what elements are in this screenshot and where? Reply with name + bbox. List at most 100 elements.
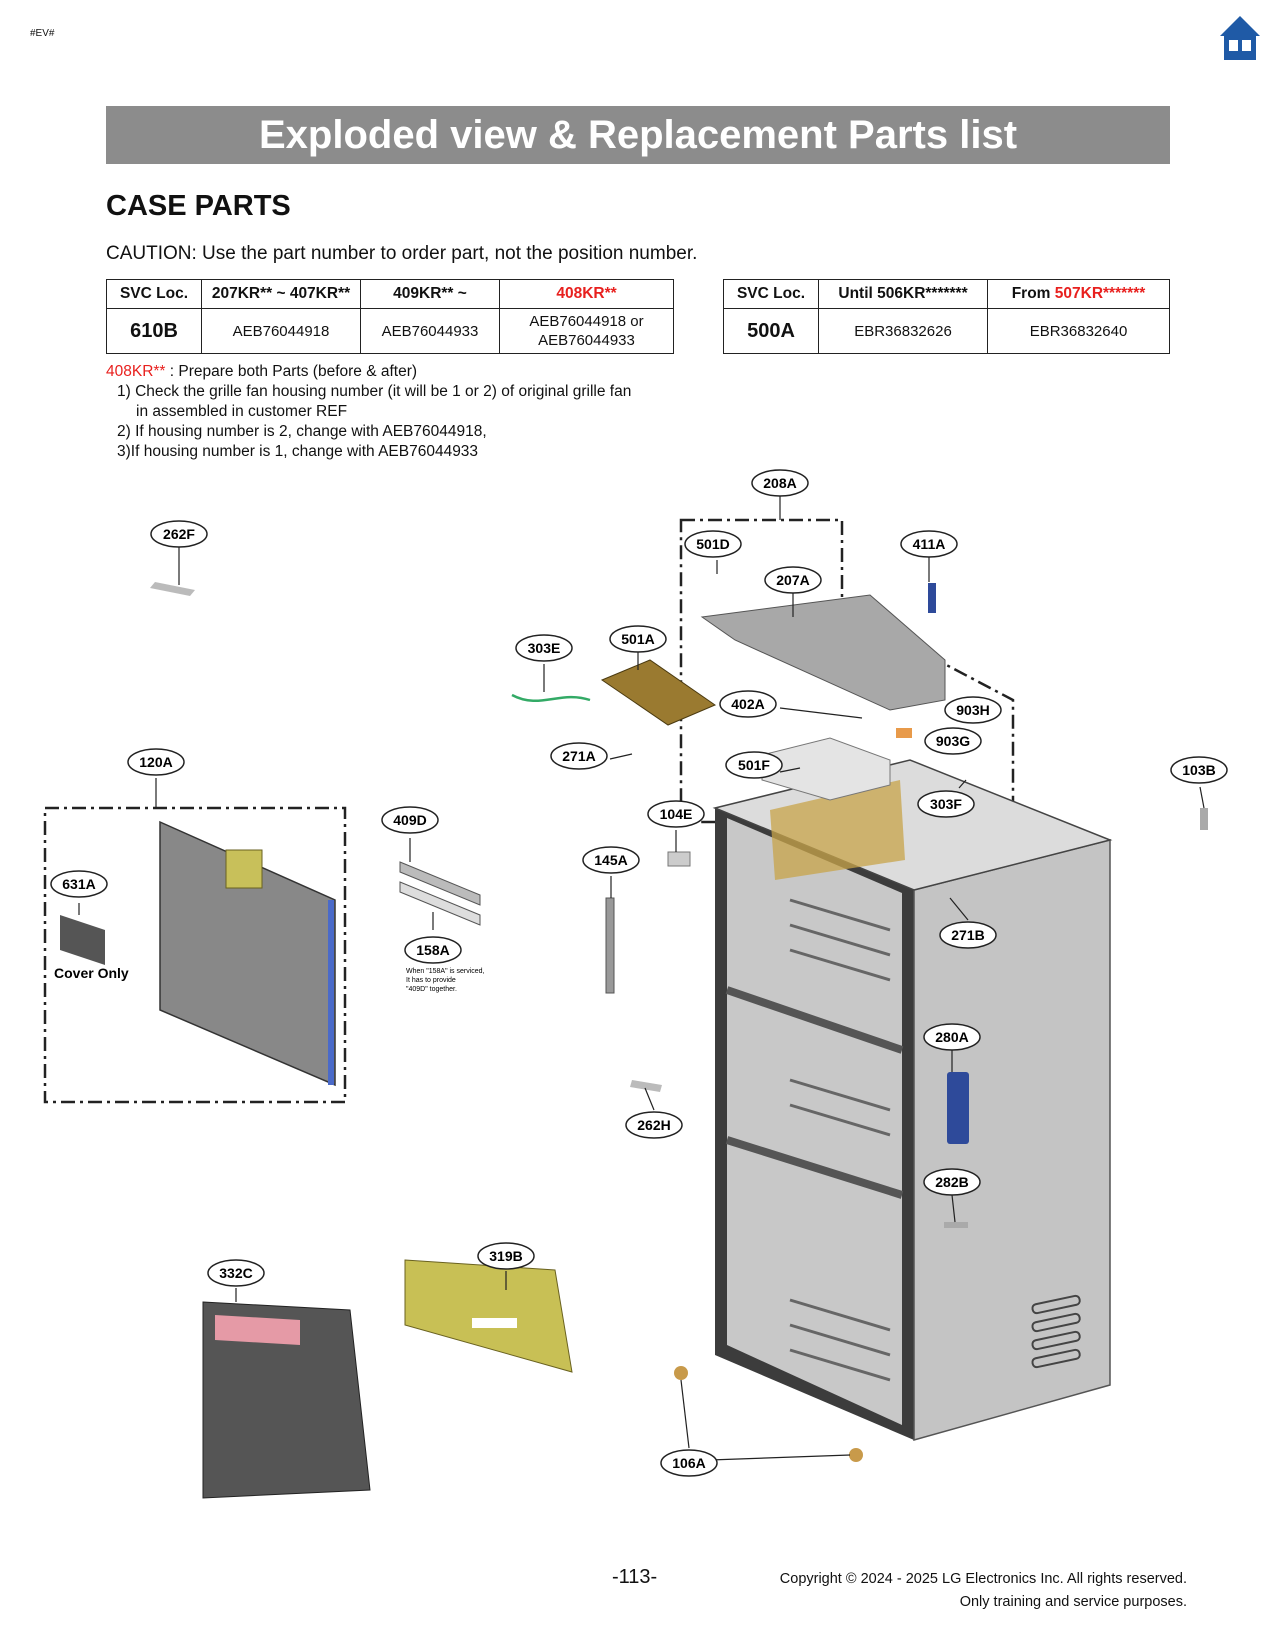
callout-104e: 104E (647, 800, 705, 828)
callout-label: 106A (672, 1455, 705, 1471)
part-104e-shape (667, 851, 691, 867)
callout-label: 104E (660, 806, 693, 822)
callout-262h: 262H (625, 1111, 683, 1139)
notes-red-prefix: 408KR** (106, 363, 166, 380)
parts-table-500a: SVC Loc. Until 506KR******* From 507KR**… (723, 279, 1170, 354)
callout-label: 303E (528, 640, 561, 656)
callout-262f: 262F (150, 520, 208, 548)
refrigerator-case (712, 759, 1113, 1441)
callout-903g: 903G (924, 727, 982, 755)
header-red-part: 507KR******* (1054, 285, 1146, 302)
callout-409d: 409D (381, 806, 439, 834)
section-title: CASE PARTS (106, 190, 291, 222)
control-cover-207a (700, 594, 946, 711)
part-number-line: AEB76044933 (538, 332, 635, 349)
part-number-cell: AEB76044918 (201, 308, 361, 354)
part-number-cell: EBR36832626 (818, 308, 988, 354)
callout-120a: 120A (127, 748, 185, 776)
callout-label: 103B (1182, 762, 1215, 778)
note-line: 3)If housing number is 1, change with AE… (117, 443, 479, 460)
callout-903h: 903H (944, 696, 1002, 724)
callout-303f: 303F (917, 790, 975, 818)
copyright-line: Copyright © 2024 - 2025 LG Electronics I… (779, 1571, 1187, 1587)
note-line: 2) If housing number is 2, change with A… (117, 423, 487, 440)
panel-120a (159, 820, 336, 1087)
table-header: 207KR** ~ 407KR** (201, 279, 361, 309)
cover-631a (60, 915, 105, 965)
note-158a-line: When "158A" is serviced, (406, 968, 485, 975)
service-notes: 408KR** : Prepare both Parts (before & a… (106, 362, 631, 462)
cover-501f (761, 737, 891, 801)
callout-label: 208A (763, 475, 796, 491)
callout-280a: 280A (923, 1023, 981, 1051)
exploded-view-diagram: 208A 262F 501D 411A 207A 501A 303E 402A … (43, 469, 1228, 1499)
callout-207a: 207A (764, 566, 822, 594)
parts-table-610b: SVC Loc. 207KR** ~ 407KR** 409KR** ~ 408… (106, 279, 674, 354)
part-number-line: AEB76044918 or (529, 313, 644, 330)
callout-501f: 501F (725, 751, 783, 779)
pcb-501a (600, 659, 717, 726)
note-line: 1) Check the grille fan housing number (… (117, 383, 632, 400)
callout-label: 411A (913, 536, 946, 552)
callout-106a: 106A (660, 1449, 718, 1477)
leader-lines (78, 496, 1205, 1461)
callout-402a: 402A (719, 690, 777, 718)
part-number-cell: AEB76044933 (360, 308, 500, 354)
home-icon[interactable] (1218, 14, 1262, 62)
part-262h-shape (630, 1080, 662, 1092)
callout-label: 280A (935, 1029, 968, 1045)
rail-145a (605, 897, 615, 994)
note-158a-line: It has to provide (406, 977, 456, 984)
callout-label: 271A (562, 748, 595, 764)
table-header: From 507KR******* (987, 279, 1170, 309)
part-262f-shape (150, 582, 195, 596)
header-prefix: From (1011, 285, 1055, 302)
part-number-cell: AEB76044918 or AEB76044933 (499, 308, 674, 354)
callout-158a: 158A (404, 936, 462, 964)
svc-loc-cell: 610B (106, 308, 202, 354)
callout-label: 332C (219, 1265, 252, 1281)
callout-label: 501F (738, 757, 770, 773)
sensor-411a (928, 583, 936, 613)
callout-631a: 631A (50, 870, 108, 898)
copyright-line: Only training and service purposes. (959, 1594, 1187, 1610)
part-282b-shape (944, 1222, 968, 1228)
table-header: 408KR** (499, 279, 674, 309)
part-number-cell: EBR36832640 (987, 308, 1170, 354)
callout-501d: 501D (684, 530, 742, 558)
copyright: Copyright © 2024 - 2025 LG Electronics I… (780, 1568, 1187, 1614)
note-158a-line: "409D" together. (406, 986, 457, 993)
strip-409d (399, 861, 481, 906)
notes-intro: : Prepare both Parts (before & after) (165, 363, 418, 380)
callout-145a: 145A (582, 846, 640, 874)
callout-332c: 332C (207, 1259, 265, 1287)
note-line: in assembled in customer REF (136, 403, 348, 420)
fan-assembly-332c (202, 1301, 371, 1499)
strip-158a (399, 881, 481, 926)
callout-label: 903H (956, 702, 989, 718)
page-banner: Exploded view & Replacement Parts list (106, 106, 1170, 164)
callout-label: 282B (935, 1174, 968, 1190)
callout-label: 207A (776, 572, 809, 588)
cover-only-label: Cover Only (54, 965, 129, 981)
callout-501a: 501A (609, 625, 667, 653)
callout-103b: 103B (1170, 756, 1228, 784)
part-903h-shape (896, 728, 912, 738)
harness-303e (511, 693, 591, 703)
table-header: 409KR** ~ (360, 279, 500, 309)
svc-loc-cell: 500A (723, 308, 819, 354)
page-number: -113- (612, 1566, 658, 1588)
callout-label: 501A (621, 631, 654, 647)
callout-label: 319B (489, 1248, 522, 1264)
callout-319b: 319B (477, 1242, 535, 1270)
callout-label: 158A (416, 942, 449, 958)
callout-label: 120A (139, 754, 172, 770)
table-header: SVC Loc. (106, 279, 202, 309)
caution-text: CAUTION: Use the part number to order pa… (106, 243, 698, 264)
foot-106a-right (849, 1448, 863, 1462)
part-103b-shape (1200, 808, 1208, 830)
callout-label: 262H (637, 1117, 670, 1133)
table-header: Until 506KR******* (818, 279, 988, 309)
cover-319b (404, 1259, 573, 1373)
callout-label: 262F (163, 526, 195, 542)
